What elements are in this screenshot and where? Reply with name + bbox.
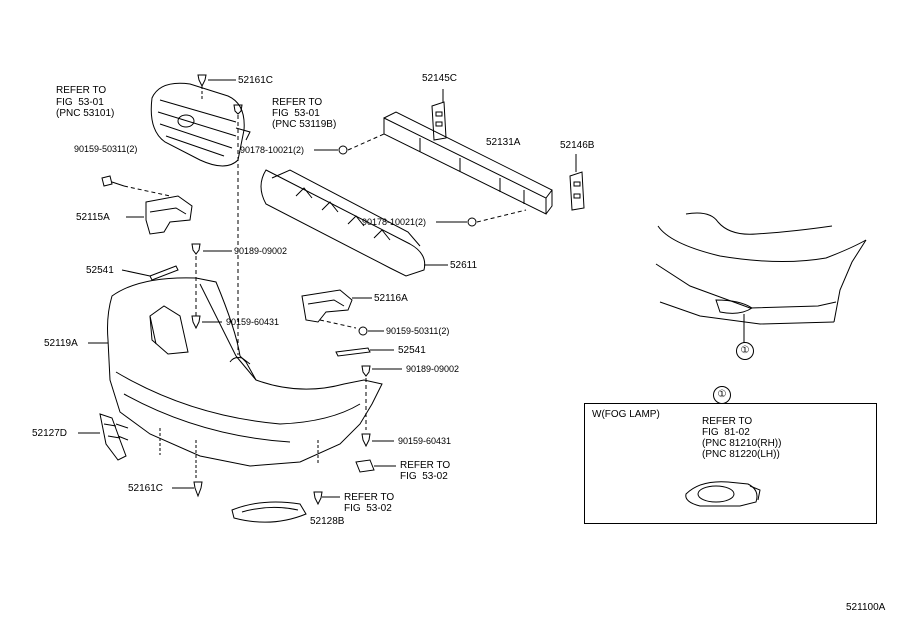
label-52131a: 52131A (486, 137, 521, 148)
bracket-52146b (570, 154, 584, 210)
label-52145c: 52145C (422, 73, 458, 84)
label-90189-09002-top: 90189-09002 (234, 246, 288, 256)
clip-90189-mid (362, 366, 402, 430)
label-refer-screw-2: FIG 53-02 (344, 503, 392, 514)
fog-lamp-part (686, 482, 760, 506)
garnish-52128b (232, 502, 306, 522)
bolt-90159-50311-right (359, 327, 384, 335)
fog-refer-2: FIG 81-02 (702, 427, 750, 438)
absorber-52611 (261, 170, 448, 276)
diagram-id: 521100A (846, 602, 886, 613)
grille-part (151, 83, 250, 166)
label-refer-grille-2: FIG 53-01 (56, 97, 104, 108)
label-52161c-bottom: 52161C (128, 483, 164, 494)
callout-1-box: ① (713, 386, 731, 404)
fog-refer-1: REFER TO (702, 416, 753, 427)
bumper-detail-view (656, 213, 866, 343)
label-90189-09002-mid: 90189-09002 (406, 364, 460, 374)
label-refer-grille-3: (PNC 53101) (56, 108, 115, 119)
fog-title: W(FOG LAMP) (592, 409, 660, 420)
label-refer-grille-1: REFER TO (56, 85, 107, 96)
strip-52541-top (122, 266, 178, 280)
label-refer-clip-2: FIG 53-02 (400, 471, 448, 482)
bracket-52145c (432, 89, 446, 140)
label-90159-50311-left: 90159-50311(2) (74, 144, 138, 154)
label-52128b: 52128B (310, 516, 345, 527)
callout-1: ① (736, 342, 754, 360)
label-refer-emblem-3: (PNC 53119B) (272, 119, 337, 130)
nut-90178-mid (436, 210, 526, 226)
bracket-52127d (78, 414, 128, 460)
label-52119a: 52119A (44, 338, 78, 349)
fog-refer-4: (PNC 81220(LH)) (702, 449, 780, 460)
label-52127d: 52127D (32, 428, 68, 439)
label-90178-10021-mid: 90178-10021(2) (362, 217, 427, 227)
label-refer-emblem-2: FIG 53-01 (272, 108, 320, 119)
fog-refer-3: (PNC 81210(RH)) (702, 438, 782, 449)
label-52115a: 52115A (76, 212, 110, 223)
label-90178-10021-top: 90178-10021(2) (240, 145, 305, 155)
label-52161c-top: 52161C (238, 75, 274, 86)
bracket-52116a (302, 290, 372, 328)
label-52116a: 52116A (374, 293, 408, 304)
bumper-cover-52119a (88, 278, 382, 478)
clip-52161c-bottom (172, 482, 202, 496)
label-52611: 52611 (450, 260, 478, 271)
bolt-and-bracket-52115a (102, 176, 192, 234)
label-refer-emblem-1: REFER TO (272, 97, 323, 108)
label-90159-60431-top: 90159-60431 (226, 317, 280, 327)
label-52146b: 52146B (560, 140, 595, 151)
nut-90178-top (314, 134, 384, 154)
label-52541-mid: 52541 (398, 345, 426, 356)
label-refer-clip-1: REFER TO (400, 460, 451, 471)
label-refer-screw-1: REFER TO (344, 492, 395, 503)
screw-refer-53-02 (314, 492, 340, 504)
bolt-90159-60431-bottom (362, 434, 394, 446)
fog-lamp-box (584, 403, 877, 524)
strip-52541-mid (336, 348, 394, 356)
reinforcement-52131a (384, 112, 552, 214)
label-90159-60431-bottom: 90159-60431 (398, 436, 452, 446)
clip-90189-top (192, 244, 232, 316)
bolt-90159-60431-top (192, 316, 222, 328)
clip-refer-53-02 (356, 460, 396, 472)
clip-52161c-top (198, 75, 236, 100)
label-90159-50311-right: 90159-50311(2) (386, 326, 450, 336)
screw-emblem (234, 105, 242, 355)
label-52541-top: 52541 (86, 265, 114, 276)
